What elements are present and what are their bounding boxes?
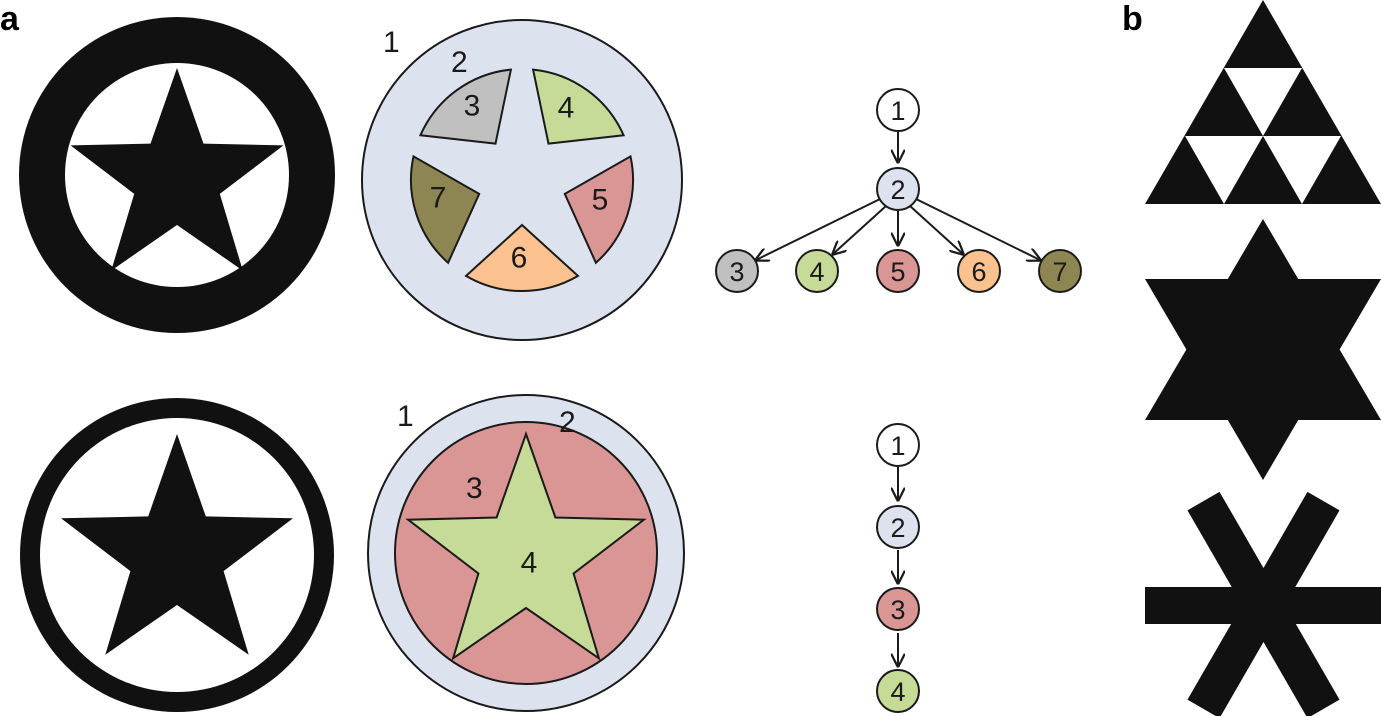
tree-node-3: 3 bbox=[876, 587, 920, 631]
top-tree-edge-2-7 bbox=[915, 198, 1040, 260]
top-region-label-7: 7 bbox=[430, 182, 447, 215]
region-7-sector bbox=[409, 154, 481, 265]
tree-node-2: 2 bbox=[876, 167, 920, 211]
bottom-ring-star-shape bbox=[20, 398, 334, 712]
region-3-sector bbox=[418, 68, 513, 145]
region-4-sector bbox=[531, 68, 626, 145]
bottom-region-label-4: 4 bbox=[521, 547, 538, 580]
svg-text:4: 4 bbox=[809, 257, 824, 287]
top-black-star bbox=[70, 68, 284, 271]
asterisk-shape bbox=[1145, 491, 1381, 716]
tree-node-4: 4 bbox=[876, 669, 920, 713]
svg-text:5: 5 bbox=[890, 257, 905, 287]
tree-node-6: 6 bbox=[957, 249, 1001, 293]
hexagram-shape bbox=[1145, 219, 1381, 480]
region-5-sector bbox=[563, 154, 635, 265]
bottom-black-star bbox=[61, 434, 293, 655]
sierpinski-triangle-shape bbox=[1145, 0, 1381, 204]
bottom-region-label-2: 2 bbox=[559, 406, 576, 439]
panel-label-a: a bbox=[0, 0, 20, 38]
tree-node-5: 5 bbox=[876, 249, 920, 293]
svg-text:7: 7 bbox=[1052, 257, 1067, 287]
svg-text:6: 6 bbox=[971, 257, 986, 287]
bottom-tree: 1 2 3 4 bbox=[876, 423, 920, 713]
svg-text:3: 3 bbox=[729, 257, 744, 287]
svg-text:2: 2 bbox=[890, 175, 905, 205]
top-region-label-6: 6 bbox=[511, 242, 528, 275]
svg-text:1: 1 bbox=[890, 96, 905, 126]
tree-node-4: 4 bbox=[795, 249, 839, 293]
tree-node-2: 2 bbox=[876, 505, 920, 549]
top-region-label-4: 4 bbox=[558, 92, 575, 125]
tree-node-3: 3 bbox=[715, 249, 759, 293]
svg-text:3: 3 bbox=[890, 595, 905, 625]
svg-text:1: 1 bbox=[890, 431, 905, 461]
tree-node-7: 7 bbox=[1038, 249, 1082, 293]
svg-text:2: 2 bbox=[890, 513, 905, 543]
top-tree-edge-2-3 bbox=[756, 198, 881, 260]
tree-node-1: 1 bbox=[876, 423, 920, 467]
top-tree: 1 2 3 4 5 6 7 bbox=[715, 88, 1082, 293]
top-outer-circle bbox=[361, 19, 683, 341]
region-6-sector bbox=[464, 223, 580, 293]
top-region-label-3: 3 bbox=[464, 90, 481, 123]
svg-text:4: 4 bbox=[890, 677, 905, 707]
top-region-label-1: 1 bbox=[383, 26, 400, 59]
top-region-label-2: 2 bbox=[451, 46, 468, 79]
bottom-green-star bbox=[405, 430, 647, 661]
panel-label-b: b bbox=[1122, 0, 1143, 38]
bottom-region-diagram: 1 2 3 4 bbox=[367, 394, 685, 712]
bottom-region-label-3: 3 bbox=[466, 472, 483, 505]
top-region-diagram: 1 2 3 4 5 6 7 bbox=[361, 19, 683, 341]
tree-node-1: 1 bbox=[876, 88, 920, 132]
top-region-label-5: 5 bbox=[592, 184, 609, 217]
top-tree-edge-2-6 bbox=[909, 205, 963, 254]
top-ring-star-shape bbox=[19, 17, 335, 333]
top-tree-edge-2-4 bbox=[833, 205, 887, 254]
bottom-region-label-1: 1 bbox=[397, 400, 414, 433]
